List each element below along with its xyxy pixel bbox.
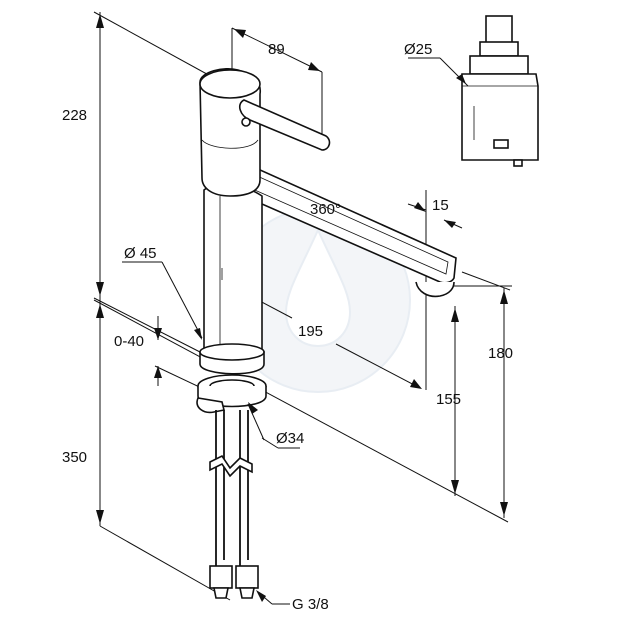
dim-connection-thread: G 3/8 bbox=[292, 596, 329, 613]
extension-lines bbox=[93, 11, 512, 523]
dim-350: 350 bbox=[62, 449, 87, 466]
dim-reach: 195 bbox=[298, 323, 323, 340]
right-vertical-dimensions bbox=[425, 190, 508, 518]
dim-89: 89 bbox=[268, 41, 285, 58]
spout-thickness-dimension bbox=[407, 202, 463, 229]
dim-rotation: 360° bbox=[310, 201, 341, 218]
dim-deck-thickness: 0-40 bbox=[114, 333, 144, 350]
dim-180: 180 bbox=[488, 345, 513, 362]
faucet-body bbox=[196, 67, 457, 599]
watermark-logo bbox=[225, 207, 411, 393]
cartridge-detail bbox=[408, 15, 539, 167]
leader-lines bbox=[122, 261, 300, 605]
dim-155: 155 bbox=[436, 391, 461, 408]
dim-cartridge-diameter: Ø25 bbox=[404, 41, 432, 58]
dim-228: 228 bbox=[62, 107, 87, 124]
dim-base-diameter: Ø 45 bbox=[124, 245, 157, 262]
dim-hole-diameter: Ø34 bbox=[276, 430, 304, 447]
dim-spout-thickness: 15 bbox=[432, 197, 449, 214]
left-vertical-dimension bbox=[96, 12, 231, 601]
